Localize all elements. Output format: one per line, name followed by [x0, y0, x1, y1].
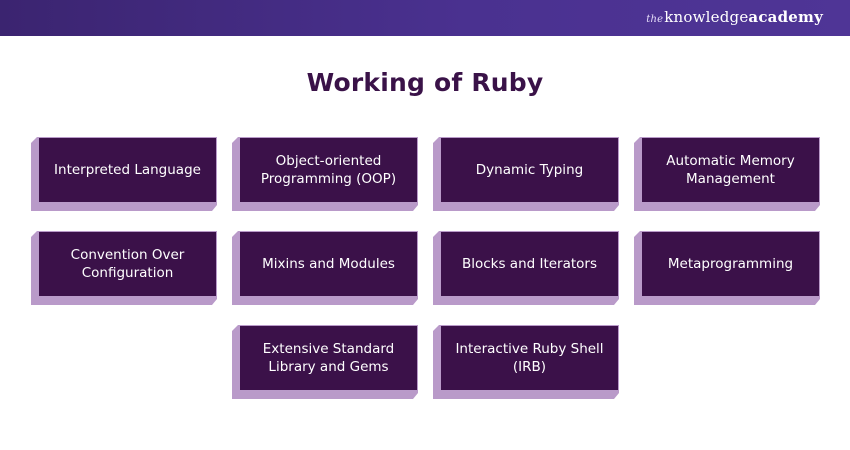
card-mixins-modules: Mixins and Modules [232, 231, 418, 305]
brand-academy: academy [748, 8, 823, 26]
card-label: Blocks and Iterators [441, 232, 618, 296]
card-label: Interpreted Language [39, 138, 216, 202]
card-label: Metaprogramming [642, 232, 819, 296]
page-title: Working of Ruby [306, 68, 544, 97]
card-label: Object-oriented Programming (OOP) [240, 138, 417, 202]
card-oop: Object-oriented Programming (OOP) [232, 137, 418, 211]
card-irb: Interactive Ruby Shell (IRB) [433, 325, 619, 399]
card-standard-library-gems: Extensive Standard Library and Gems [232, 325, 418, 399]
card-label: Convention Over Configuration [39, 232, 216, 296]
brand-the: the [646, 14, 664, 25]
card-dynamic-typing: Dynamic Typing [433, 137, 619, 211]
card-blocks-iterators: Blocks and Iterators [433, 231, 619, 305]
card-label: Mixins and Modules [240, 232, 417, 296]
header-bar: theknowledgeacademy [0, 0, 850, 36]
card-interpreted-language: Interpreted Language [31, 137, 217, 211]
card-metaprogramming: Metaprogramming [634, 231, 820, 305]
card-convention-over-configuration: Convention Over Configuration [31, 231, 217, 305]
card-label: Dynamic Typing [441, 138, 618, 202]
brand-logo: theknowledgeacademy [646, 8, 823, 26]
card-label: Interactive Ruby Shell (IRB) [441, 326, 618, 390]
card-label: Extensive Standard Library and Gems [240, 326, 417, 390]
card-label: Automatic Memory Management [642, 138, 819, 202]
brand-knowledge: knowledge [664, 8, 749, 26]
card-memory-management: Automatic Memory Management [634, 137, 820, 211]
